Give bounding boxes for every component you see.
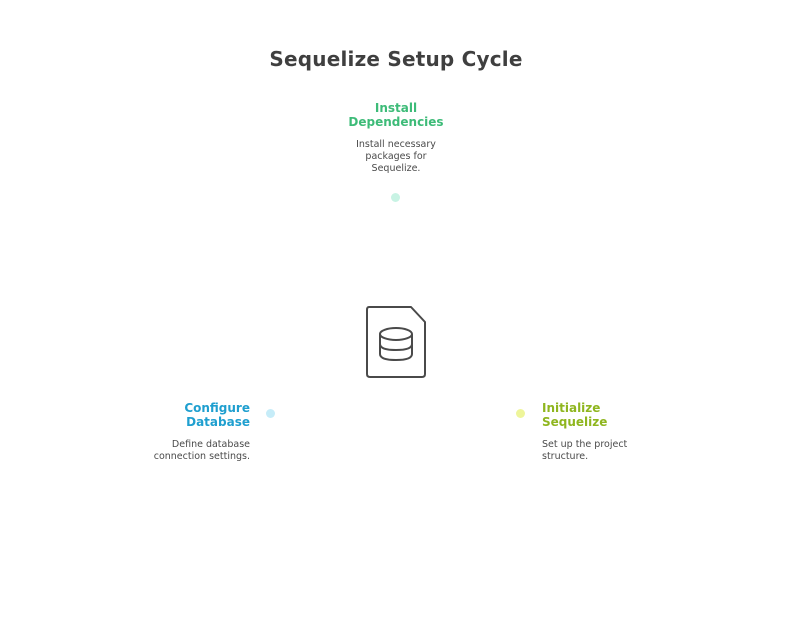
step-configure-desc-line-2: connection settings. xyxy=(153,451,250,462)
step-initialize-desc-line-2: structure. xyxy=(542,451,589,462)
step-install-desc-line-1: Install necessary xyxy=(356,139,436,150)
step-configure-title: Configure Database xyxy=(90,401,250,429)
database-file-icon xyxy=(366,306,426,378)
step-configure-desc-line-1: Define database xyxy=(171,439,250,450)
step-initialize-title: Initialize Sequelize xyxy=(542,401,702,429)
step-configure-description: Define database connection settings. xyxy=(90,439,250,463)
step-install-title-line-1: Install xyxy=(374,101,418,115)
step-install-dot xyxy=(391,193,400,202)
step-install-title: Install Dependencies xyxy=(316,101,476,129)
step-install-title-line-2: Dependencies xyxy=(348,115,444,129)
step-install-desc-line-2: packages for xyxy=(365,151,427,162)
step-configure-title-line-2: Database xyxy=(186,415,250,429)
step-install-description: Install necessary packages for Sequelize… xyxy=(316,139,476,175)
step-install-desc-line-3: Sequelize. xyxy=(371,163,421,174)
step-initialize-description: Set up the project structure. xyxy=(542,439,702,463)
step-initialize-desc-line-1: Set up the project xyxy=(542,439,628,450)
step-initialize-title-line-2: Sequelize xyxy=(542,415,608,429)
step-initialize-dot xyxy=(516,409,525,418)
step-configure-dot xyxy=(266,409,275,418)
diagram-title: Sequelize Setup Cycle xyxy=(269,47,523,71)
step-configure-title-line-1: Configure xyxy=(184,401,250,415)
step-initialize-title-line-1: Initialize xyxy=(542,401,601,415)
